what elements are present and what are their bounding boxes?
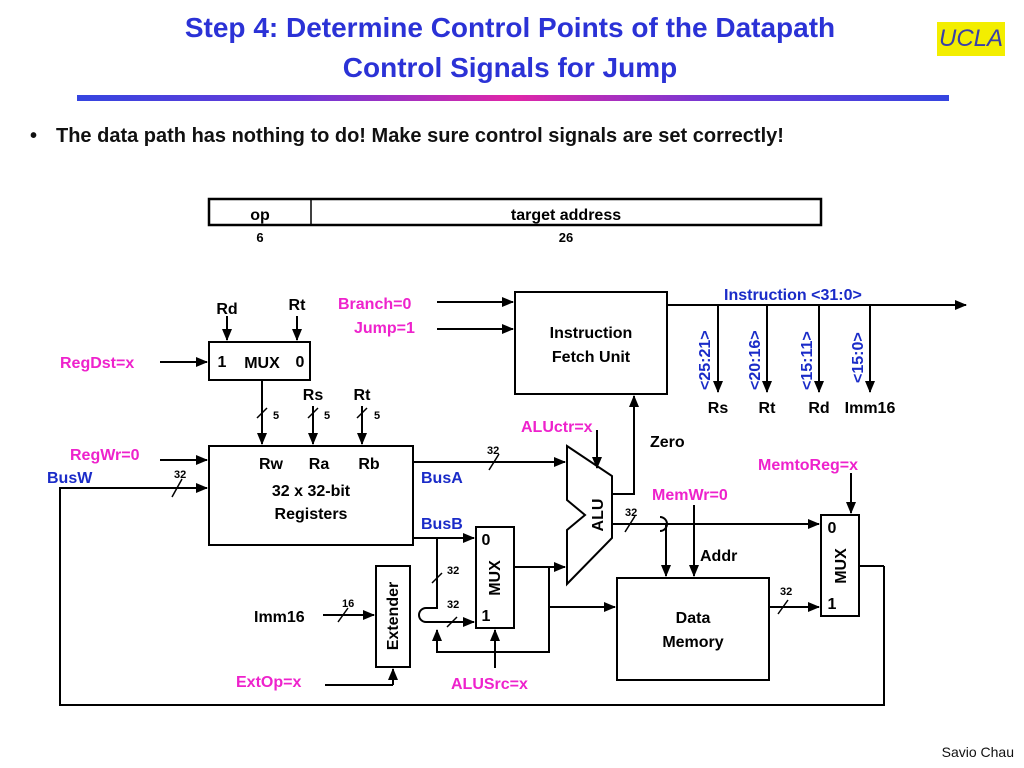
label-rt: Rt — [289, 297, 307, 314]
signal-regwr: RegWr=0 — [70, 447, 140, 464]
signal-extop: ExtOp=x — [236, 674, 301, 691]
format-box — [207, 197, 823, 227]
label-busb: BusB — [421, 516, 463, 533]
label-busw: BusW — [47, 470, 93, 487]
memtoreg-mux-label: MUX — [833, 548, 850, 584]
width-32-busa: 32 — [487, 445, 499, 457]
regdst-mux — [208, 341, 311, 381]
width-32-busw: 32 — [174, 469, 186, 481]
format-target: target address — [511, 207, 621, 224]
label-rs: Rs — [303, 387, 324, 404]
signal-branch: Branch=0 — [338, 296, 411, 313]
ifu-label-line2: Fetch Unit — [552, 349, 631, 366]
out-rs: Rs — [708, 400, 729, 417]
mux-top-label: MUX — [244, 355, 280, 372]
label-zero: Zero — [650, 434, 685, 451]
title-line-1: Step 4: Determine Control Points of the … — [184, 12, 836, 43]
field-15-0: <15:0> — [850, 332, 867, 383]
width-5-a: 5 — [273, 410, 279, 422]
width-32-ext: 32 — [447, 599, 459, 611]
label-instruction: Instruction <31:0> — [724, 287, 862, 304]
signal-aluctr: ALUctr=x — [521, 419, 593, 436]
slide-footer: Savio Chau — [941, 744, 1014, 760]
signal-memtoreg: MemtoReg=x — [758, 457, 858, 474]
width-32-mem: 32 — [780, 586, 792, 598]
extender-block — [375, 565, 411, 668]
port-rw: Rw — [259, 456, 284, 473]
memtoreg-mux-input-1: 1 — [828, 596, 837, 613]
label-imm16: Imm16 — [254, 609, 305, 626]
data-memory — [616, 577, 770, 681]
alu-label: ALU — [590, 499, 607, 532]
out-rt: Rt — [759, 400, 777, 417]
alusrc-mux-label: MUX — [487, 560, 504, 596]
alusrc-mux — [475, 526, 515, 629]
format-op-bits: 6 — [256, 230, 263, 245]
signal-alusrc: ALUSrc=x — [451, 676, 528, 693]
mux-top-input-1: 1 — [218, 354, 227, 371]
format-target-bits: 26 — [559, 230, 573, 245]
mux-top-input-0: 0 — [296, 354, 305, 371]
regs-line1: 32 x 32-bit — [272, 483, 351, 500]
field-15-11: <15:11> — [799, 331, 816, 390]
port-ra: Ra — [309, 456, 330, 473]
field-20-16: <20:16> — [747, 330, 764, 390]
bullet-dot-icon: • — [30, 125, 38, 147]
signal-regdst: RegDst=x — [60, 355, 134, 372]
alusrc-mux-input-0: 0 — [482, 532, 491, 549]
bullet-point: • The data path has nothing to do! Make s… — [30, 125, 784, 148]
mem-line2: Memory — [662, 634, 723, 651]
mem-line1: Data — [676, 610, 711, 627]
signal-jump: Jump=1 — [354, 320, 415, 337]
alusrc-mux-input-1: 1 — [482, 608, 491, 625]
label-addr: Addr — [700, 548, 737, 565]
ifu-label-line1: Instruction — [550, 325, 633, 342]
field-25-21: <25:21> — [697, 330, 714, 390]
title-divider — [77, 95, 949, 101]
bullet-text: The data path has nothing to do! Make su… — [56, 125, 784, 147]
format-op: op — [250, 207, 270, 224]
width-32-busb: 32 — [447, 565, 459, 577]
extender-label: Extender — [385, 582, 402, 650]
width-32-alu: 32 — [625, 507, 637, 519]
out-imm16: Imm16 — [845, 400, 896, 417]
width-5-c: 5 — [374, 410, 380, 422]
instruction-fetch-unit — [514, 291, 668, 395]
signal-memwr: MemWr=0 — [652, 487, 728, 504]
regs-line2: Registers — [275, 506, 348, 523]
alu-block — [566, 444, 613, 587]
instruction-format: op target address 6 26 — [207, 197, 823, 245]
ucla-logo: UCLA — [937, 22, 1005, 56]
slide-title: Step 4: Determine Control Points of the … — [60, 8, 960, 88]
port-rb: Rb — [358, 456, 380, 473]
width-5-b: 5 — [324, 410, 330, 422]
label-rd: Rd — [216, 301, 237, 318]
register-file — [208, 445, 414, 546]
title-line-2: Control Signals for Jump — [342, 52, 678, 83]
out-rd: Rd — [808, 400, 829, 417]
label-rt-2: Rt — [354, 387, 372, 404]
memtoreg-mux-input-0: 0 — [828, 520, 837, 537]
label-busa: BusA — [421, 470, 463, 487]
width-16-imm: 16 — [342, 598, 354, 610]
